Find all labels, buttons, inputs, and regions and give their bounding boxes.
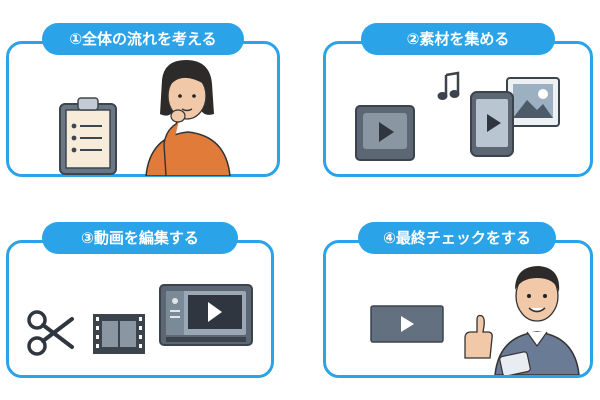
clipboard-icon <box>59 97 117 175</box>
step-2-title: ②素材を集める <box>361 23 555 55</box>
video-player-icon <box>370 305 444 343</box>
film-strip-icon <box>93 314 145 354</box>
step-3-title: ③動画を編集する <box>42 222 238 254</box>
photo-icon <box>506 77 560 127</box>
video-file-icon <box>355 105 415 161</box>
smartphone-play-icon <box>470 91 514 157</box>
man-thumbs-up-illustration <box>464 266 580 375</box>
step-1-title: ①全体の流れを考える <box>42 23 244 55</box>
music-note-icon <box>437 71 460 100</box>
step-4-title: ④最終チェックをする <box>358 222 556 254</box>
video-editor-screen-icon <box>159 284 253 346</box>
scissors-icon <box>27 310 74 356</box>
woman-thinking-illustration <box>145 60 231 176</box>
